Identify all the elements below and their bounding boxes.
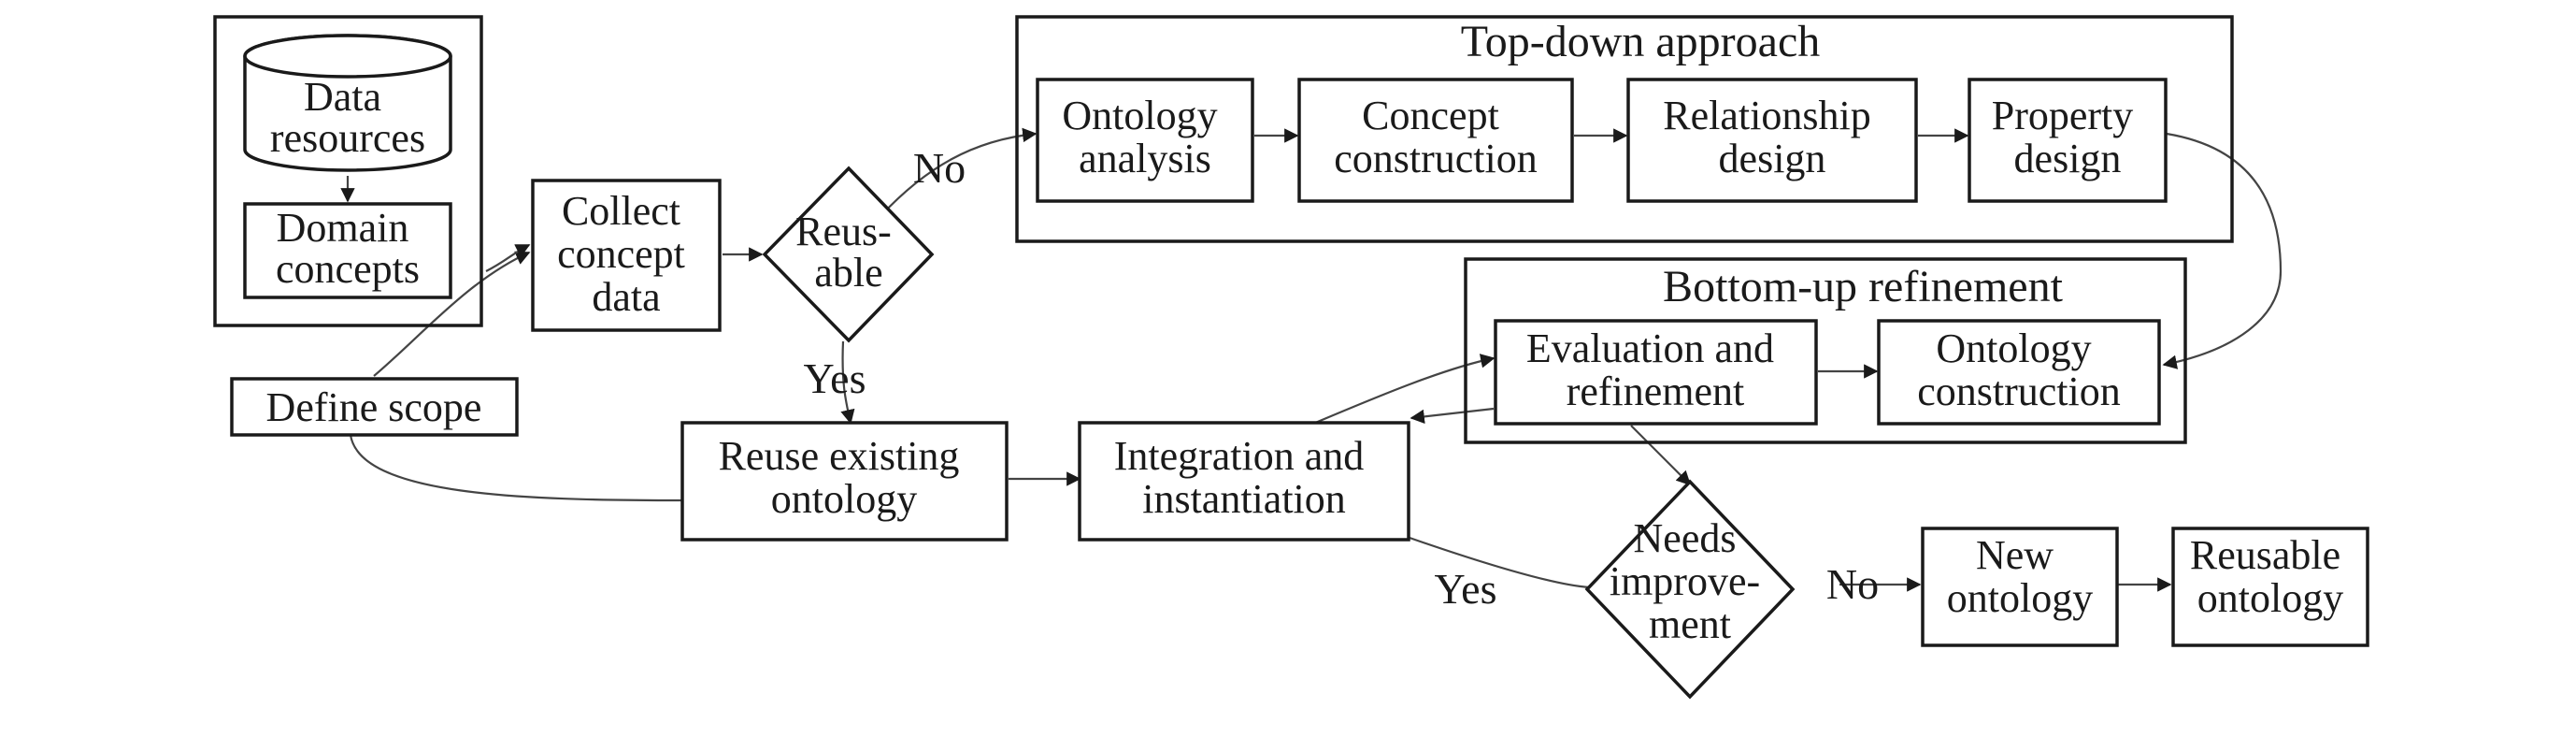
ontology-construction-node: Ontology construction — [1877, 319, 2161, 426]
new-ontology-label: New ontology — [1947, 532, 2093, 621]
connector-integration-yes-to-needs-improvement — [1409, 536, 1590, 589]
define-scope-label: Define scope — [266, 384, 482, 430]
edge-label-reusable-no: No — [913, 144, 966, 192]
data-resources-node: Data resources — [243, 34, 452, 172]
reusable-decision-node: Reus- able — [762, 166, 935, 343]
needs-improvement-decision-node: Needs improve- ment — [1584, 479, 1796, 700]
edge-label-reusable-yes: Yes — [804, 354, 866, 402]
concept-construction-label: Concept construction — [1334, 93, 1538, 181]
new-ontology-node: New ontology — [1921, 527, 2119, 647]
connector-evaluation-to-needs-improvement — [1630, 425, 1692, 486]
reusable-decision-label: Reus- able — [795, 209, 902, 296]
connector-define-scope-to-collect — [373, 251, 531, 377]
connector-reusable-yes-to-reuse — [840, 340, 855, 425]
reusable-ontology-node: Reusable ontology — [2171, 527, 2369, 647]
collect-concept-data-node: Collect concept data — [531, 179, 722, 332]
data-resources-label: Data resources — [270, 74, 425, 161]
domain-concepts-node: Domain concepts — [243, 202, 452, 299]
ontology-analysis-label: Ontology analysis — [1062, 93, 1227, 181]
property-design-node: Property design — [1968, 78, 2168, 203]
integration-instantiation-label: Integration and instantiation — [1114, 433, 1375, 522]
collect-concept-data-label: Collect concept data — [557, 188, 695, 320]
reuse-existing-ontology-node: Reuse existing ontology — [680, 421, 1009, 542]
connector-evaluation-to-integration — [1410, 407, 1495, 425]
concept-construction-node: Concept construction — [1297, 78, 1574, 203]
data-sources-frame — [213, 15, 483, 327]
ontology-construction-label: Ontology construction — [1917, 325, 2121, 414]
domain-concepts-label: Domain concepts — [276, 205, 420, 292]
evaluation-refinement-label: Evaluation and refinement — [1526, 325, 1784, 414]
needs-improvement-label: Needs improve- ment — [1610, 515, 1770, 647]
bottom-up-refinement-title: Bottom-up refinement — [1663, 262, 2064, 311]
top-down-approach-title: Top-down approach — [1461, 17, 1821, 66]
evaluation-refinement-node: Evaluation and refinement — [1494, 319, 1818, 426]
property-design-label: Property design — [1992, 93, 2144, 181]
bottom-up-refinement-group: Bottom-up refinement — [1464, 257, 2187, 444]
top-down-approach-group: Top-down approach — [1015, 15, 2234, 243]
reusable-ontology-label: Reusable ontology — [2190, 532, 2351, 621]
edge-label-improve-yes: Yes — [1435, 565, 1497, 613]
connector-define-scope-to-reuse — [349, 434, 683, 502]
connector-property-to-ontology-construction — [2162, 132, 2283, 369]
relationship-design-node: Relationship design — [1626, 78, 1918, 203]
edge-label-improve-no: No — [1826, 560, 1879, 608]
connector-integration-to-evaluation — [1308, 354, 1496, 427]
relationship-design-label: Relationship design — [1663, 93, 1881, 181]
define-scope-node: Define scope — [230, 377, 519, 437]
integration-instantiation-node: Integration and instantiation — [1078, 421, 1410, 542]
ontology-analysis-node: Ontology analysis — [1036, 78, 1254, 203]
reuse-existing-ontology-label: Reuse existing ontology — [719, 433, 970, 522]
connector-reusable-no-to-ontology-analysis — [880, 127, 1038, 216]
connector-domain-concepts-to-collect — [485, 244, 531, 272]
